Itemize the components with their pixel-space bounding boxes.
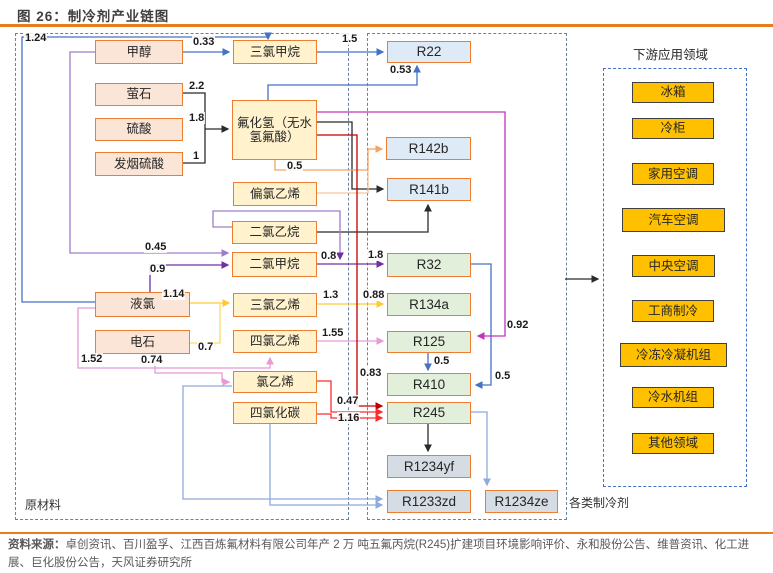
refrigerants-label: 各类制冷剂 [569,496,630,510]
node-r134a: R134a [387,293,471,316]
node-r410: R410 [387,373,471,396]
source-note: 资料来源：卓创资讯、百川盈孚、江西百炼氟材料有限公司年产 2 万 吨五氟丙烷(R… [8,537,765,573]
node-liquid-chlorine: 液氯 [95,292,190,317]
node-sulfuric-acid: 硫酸 [95,118,183,141]
node-r125: R125 [387,331,471,353]
flow-value-21: 1.16 [337,412,361,425]
flow-value-18: 0.74 [140,354,164,367]
node-carbon-tetrachloride: 四氯化碳 [233,402,317,424]
flow-value-24: 0.5 [494,370,512,383]
node-r1234yf: R1234yf [387,455,471,478]
source-text: 卓创资讯、百川盈孚、江西百炼氟材料有限公司年产 2 万 吨五氟丙烷(R245)扩… [8,539,750,569]
flow-value-17: 1.52 [80,353,104,366]
node-freezing-condensing-unit: 冷冻冷凝机组 [620,343,727,367]
node-r245: R245 [387,402,471,424]
node-other-fields: 其他领域 [632,433,714,454]
node-fridge: 冰箱 [632,82,714,103]
flow-value-9: 0.9 [149,263,167,276]
node-hydrogen-fluoride: 氟化氢（无水氢氟酸） [232,100,317,160]
flow-value-14: 0.88 [362,289,386,302]
node-r141b: R141b [387,178,471,201]
flow-value-11: 1.8 [367,249,385,262]
downstream-group-box [603,68,747,487]
node-home-ac: 家用空调 [632,163,714,185]
node-oleum: 发烟硫酸 [95,152,183,176]
flow-value-6: 1 [192,150,201,163]
flow-value-16: 1.55 [321,327,345,340]
figure-title: 图 26：制冷剂产业链图 [17,9,170,24]
node-dichloromethane: 二氯甲烷 [232,252,317,277]
raw-materials-label: 原材料 [25,498,62,512]
flow-value-12: 1.14 [162,288,186,301]
node-methanol: 甲醇 [95,40,183,64]
node-fluorite: 萤石 [95,83,183,106]
flow-value-20: 0.47 [336,395,360,408]
node-r1234ze: R1234ze [485,490,558,513]
node-chiller-unit: 冷水机组 [632,387,714,408]
refrigerants-group-box [367,33,567,520]
flow-value-15: 0.7 [197,341,215,354]
flow-value-19: 0.83 [359,367,383,380]
flow-value-5: 1.8 [188,112,206,125]
node-chloroform: 三氯甲烷 [233,40,317,64]
raw-materials-group-box [15,33,349,520]
node-calcium-carbide: 电石 [95,330,190,354]
bottom-accent-rule [0,532,773,534]
node-auto-ac: 汽车空调 [622,208,725,232]
node-trichloroethylene: 三氯乙烯 [233,293,317,317]
flow-value-13: 1.3 [322,289,340,302]
flow-value-0: 1.24 [24,32,48,45]
flow-value-1: 0.33 [192,36,216,49]
node-r142b: R142b [386,137,471,160]
node-dichloroethane: 二氯乙烷 [232,221,317,244]
flow-value-3: 0.53 [389,64,413,77]
flow-value-7: 0.5 [286,160,304,173]
node-vinyl-chloride: 氯乙烯 [233,371,317,393]
top-accent-rule [0,24,773,27]
node-r22: R22 [387,41,471,63]
node-r32: R32 [387,253,471,277]
node-tetrachloroethylene: 四氯乙烯 [233,330,317,353]
source-label: 资料来源： [8,539,66,551]
node-freezer: 冷柜 [632,118,714,139]
node-vinylidene-chloride: 偏氯乙烯 [233,182,317,206]
node-r1233zd: R1233zd [387,490,471,513]
flow-value-8: 0.45 [144,241,168,254]
downstream-label: 下游应用领域 [633,48,709,62]
flow-value-4: 2.2 [188,80,206,93]
flow-value-10: 0.8 [320,250,338,263]
flow-value-23: 0.5 [433,355,451,368]
node-central-ac: 中央空调 [632,255,715,277]
flow-value-2: 1.5 [341,33,359,46]
node-commercial-refrigeration: 工商制冷 [632,300,714,322]
flow-value-22: 0.92 [506,319,530,332]
